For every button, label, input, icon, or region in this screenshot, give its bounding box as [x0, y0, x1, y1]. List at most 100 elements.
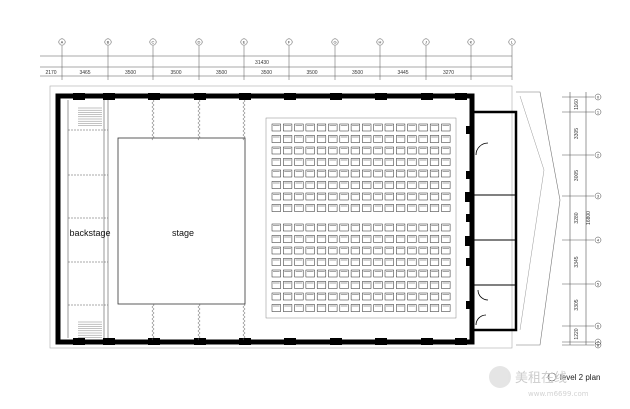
seat — [294, 292, 304, 301]
right-span-label: 3005 — [574, 170, 580, 181]
seat — [384, 281, 394, 289]
seat — [283, 223, 293, 232]
seat — [350, 158, 360, 166]
seat — [328, 269, 338, 278]
seat — [350, 181, 360, 189]
seat — [339, 181, 349, 189]
seat — [283, 169, 293, 178]
seat — [418, 158, 428, 166]
seat — [396, 135, 406, 143]
seat — [418, 192, 428, 201]
seat — [283, 204, 293, 212]
seat — [316, 304, 327, 312]
seat — [305, 123, 315, 132]
right-span-label: 3280 — [574, 212, 580, 223]
seat — [407, 235, 417, 243]
seat — [429, 269, 440, 278]
seat — [441, 235, 451, 243]
seat — [373, 292, 383, 301]
seat — [328, 123, 338, 132]
seat — [271, 235, 281, 243]
seat — [429, 169, 440, 178]
seat — [407, 204, 417, 212]
seat — [271, 192, 281, 201]
seat — [429, 181, 440, 189]
top-span-label: 3500 — [261, 70, 272, 76]
site-boundary — [49, 85, 513, 349]
seat — [429, 246, 440, 255]
seat — [418, 281, 428, 289]
seat — [418, 246, 428, 255]
entrance-annex — [465, 91, 561, 346]
seat — [384, 258, 394, 266]
seat — [429, 258, 440, 266]
top-span-label: 3445 — [397, 70, 408, 76]
seat — [328, 146, 338, 155]
seat — [339, 269, 349, 278]
seat — [350, 235, 360, 243]
seat — [316, 258, 327, 266]
plan-number-icon — [547, 372, 557, 382]
top-axis-label: B — [107, 40, 110, 45]
seat — [384, 158, 394, 166]
seat — [362, 158, 372, 166]
seat — [271, 123, 281, 132]
axis-bubble-icon — [594, 322, 602, 330]
overall-dimension-label: 31430 — [255, 60, 269, 66]
seat — [441, 269, 451, 278]
seat — [373, 158, 383, 166]
seat — [407, 246, 417, 255]
right-span-label: 1220 — [574, 328, 580, 339]
right-axis-label: 4 — [597, 238, 600, 243]
seat — [339, 292, 349, 301]
seat — [339, 223, 349, 232]
axis-bubble-icon — [594, 341, 602, 349]
seat — [384, 181, 394, 189]
top-axis-label: C — [152, 40, 155, 45]
axis-bubble-icon — [104, 38, 112, 46]
seat — [441, 146, 451, 155]
seat — [429, 223, 440, 232]
seat — [373, 204, 383, 212]
seat — [373, 181, 383, 189]
seat — [339, 123, 349, 132]
seat — [305, 304, 315, 312]
seat — [305, 258, 315, 266]
seat — [373, 123, 383, 132]
plan-title: level 2 plan — [560, 373, 600, 382]
seat — [305, 269, 315, 278]
seat — [294, 158, 304, 166]
seat — [283, 246, 293, 255]
seat — [350, 223, 360, 232]
seat — [418, 269, 428, 278]
axis-bubble-icon — [594, 93, 602, 101]
seat — [328, 181, 338, 189]
seat — [429, 304, 440, 312]
top-axis-label: A — [61, 40, 64, 45]
seat — [305, 246, 315, 255]
seat — [294, 181, 304, 189]
seat — [441, 192, 451, 201]
top-span-label: 3500 — [352, 70, 363, 76]
seat — [441, 304, 451, 312]
seat — [396, 304, 406, 312]
watermark-logo-icon — [489, 366, 511, 388]
seat — [350, 304, 360, 312]
seat — [396, 169, 406, 178]
seat — [373, 169, 383, 178]
seat — [362, 135, 372, 143]
seating-area-outline — [265, 117, 457, 319]
plan-title-block: level 2 plan — [547, 372, 600, 382]
seat — [407, 223, 417, 232]
seat — [407, 135, 417, 143]
seat — [271, 204, 281, 212]
seat — [328, 258, 338, 266]
top-axis-label: E — [243, 40, 246, 45]
seat — [373, 223, 383, 232]
seat — [339, 158, 349, 166]
seat — [407, 192, 417, 201]
right-span-label: 3305 — [574, 128, 580, 139]
seat — [316, 135, 327, 143]
